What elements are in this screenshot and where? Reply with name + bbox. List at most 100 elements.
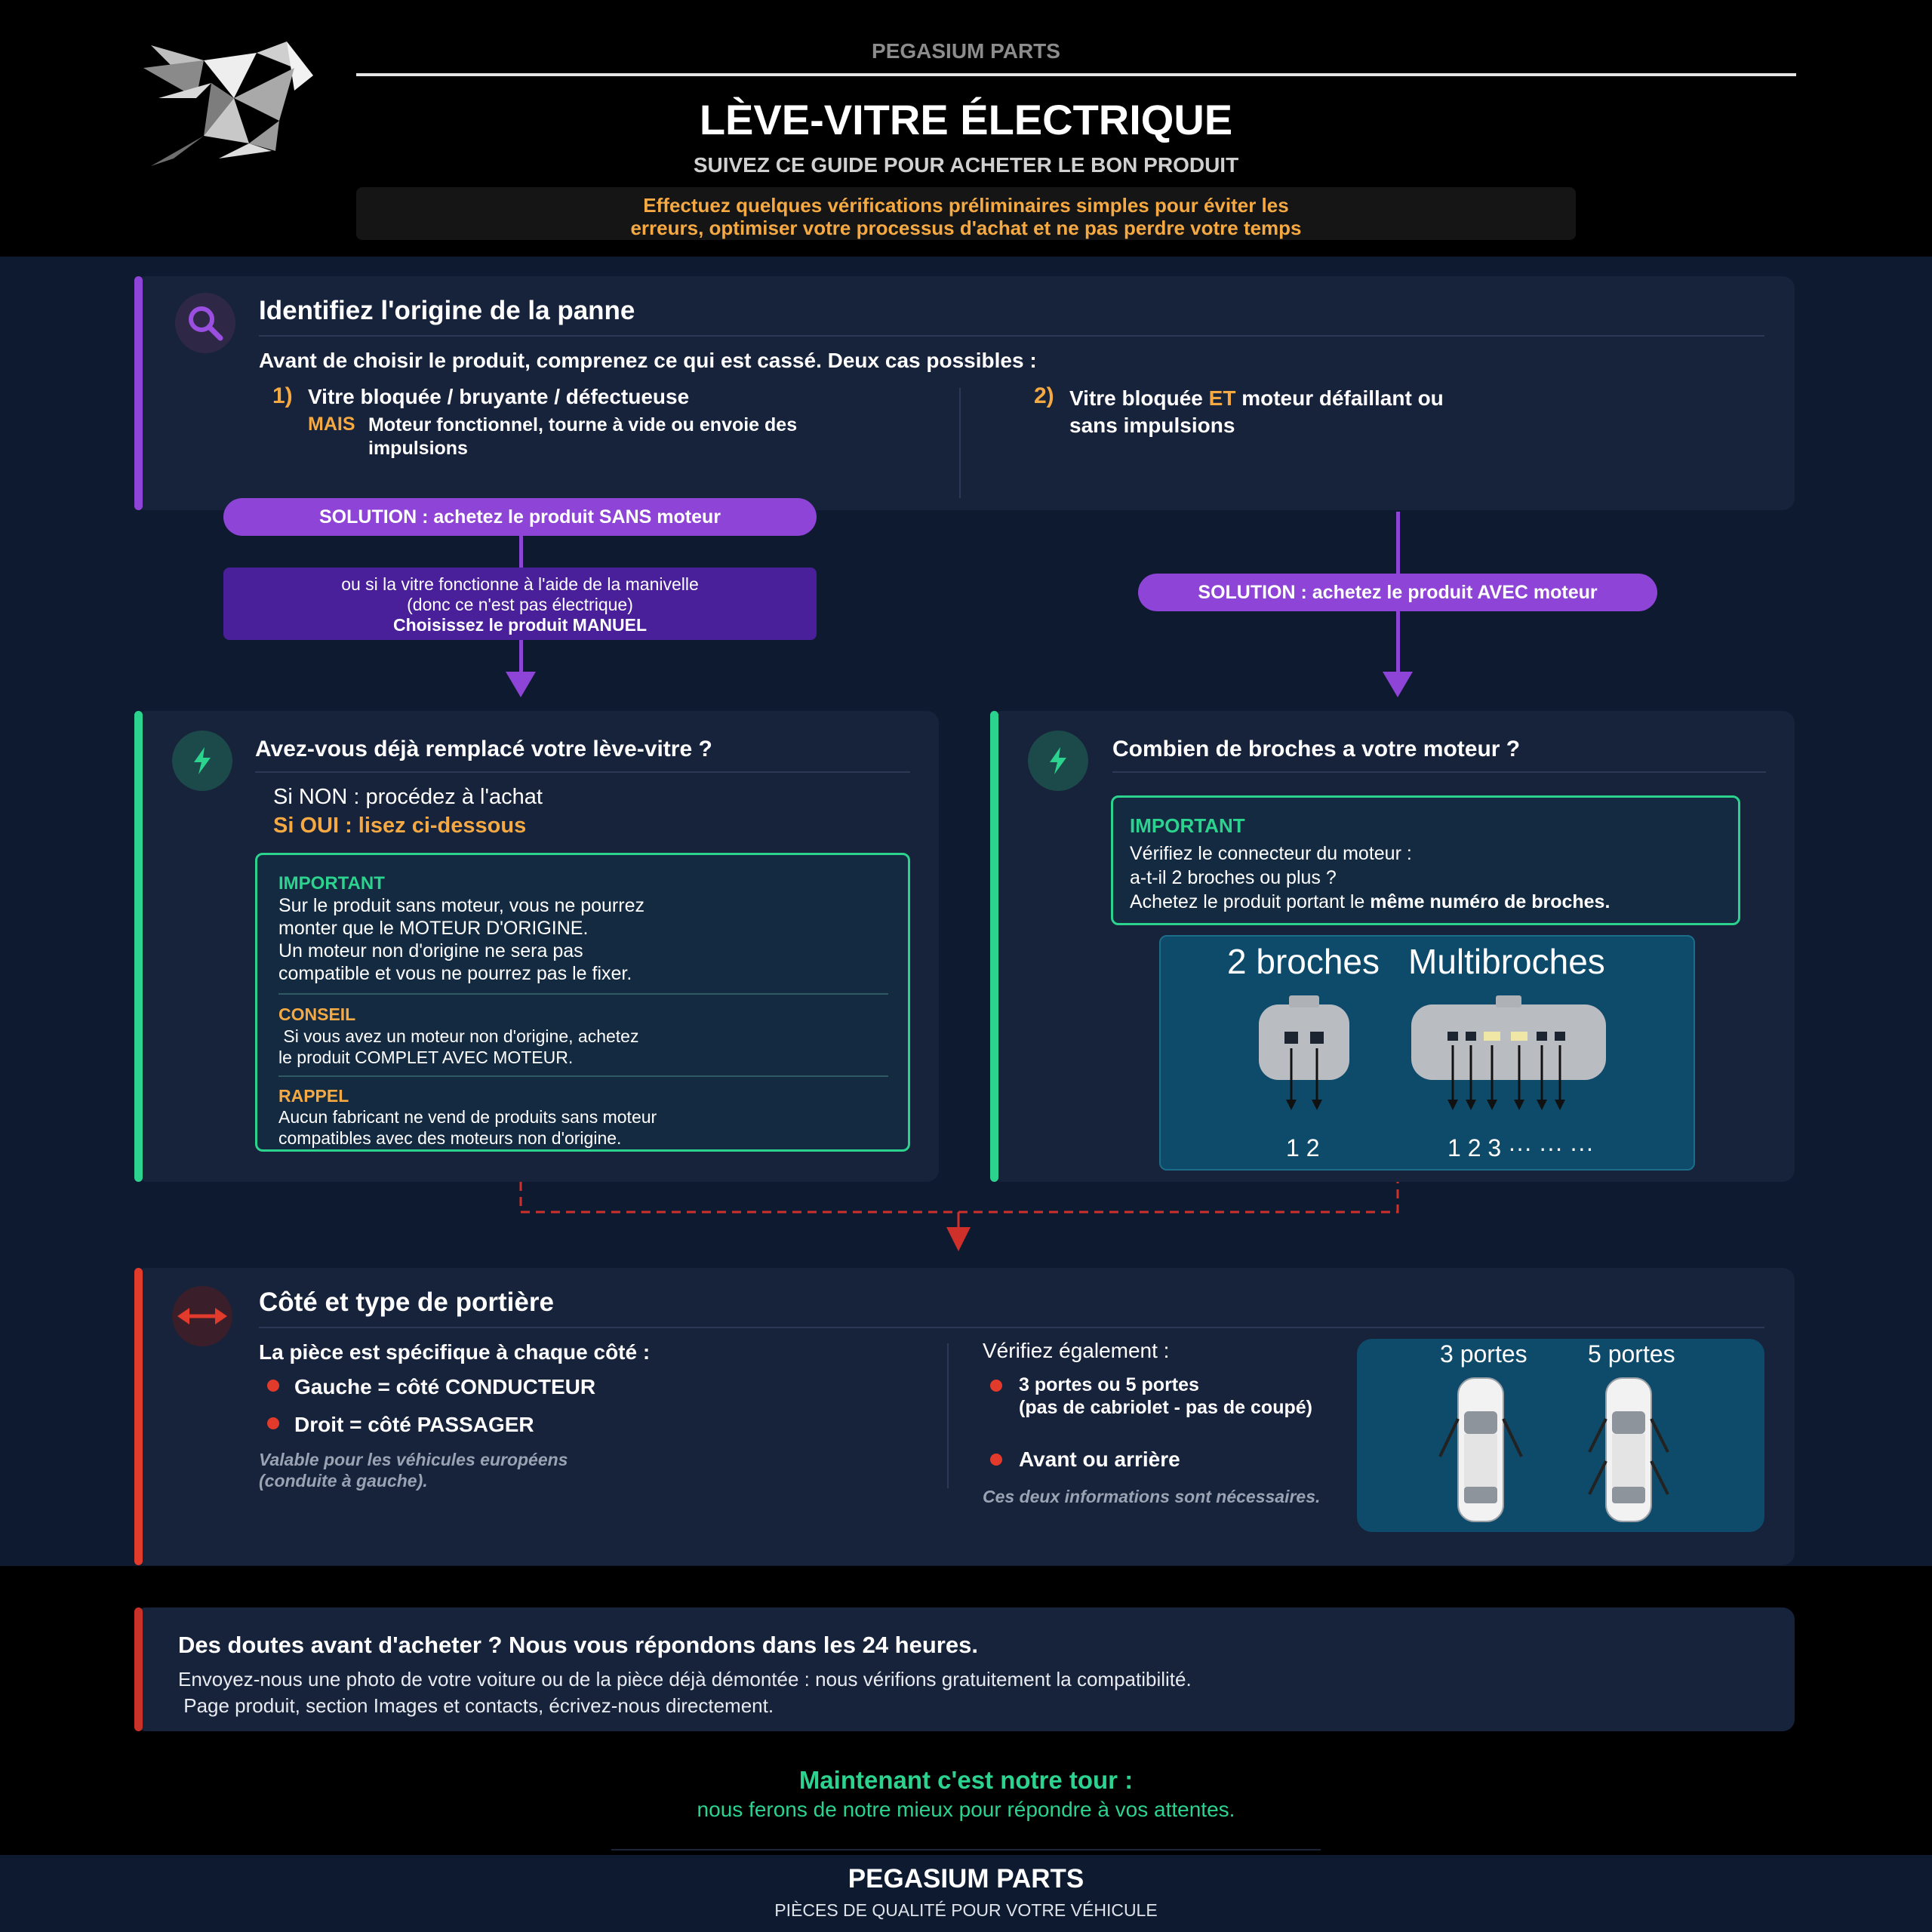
- doors-line2: (pas de cabriolet - pas de coupé): [1019, 1397, 1312, 1418]
- closing-rule: [611, 1849, 1321, 1850]
- red-accent-bar: [134, 1607, 143, 1731]
- important-text: Vérifiez le connecteur du moteur : a-t-i…: [1130, 841, 1610, 914]
- merge-connector: [519, 1182, 1399, 1251]
- verify-label: Vérifiez également :: [983, 1339, 1170, 1362]
- footer-brand: PEGASIUM PARTS: [848, 1864, 1084, 1894]
- door-type-panel: 3 portes 5 portes: [1357, 1339, 1764, 1532]
- label-multi-pins: Multibroches: [1408, 942, 1605, 981]
- footer-tagline: PIÈCES DE QUALITÉ POUR VOTRE VÉHICULE: [774, 1900, 1158, 1920]
- case2-title: Vitre bloquée ET moteur défaillant ou sa…: [1069, 385, 1444, 439]
- section-title: Avez-vous déjà remplacé votre lève-vitre…: [255, 737, 712, 761]
- section-pins: Combien de broches a votre moteur ? IMPO…: [990, 711, 1795, 1182]
- divider: [259, 335, 1764, 337]
- rappel-label: RAPPEL: [278, 1086, 349, 1106]
- page-subtitle: SUIVEZ CE GUIDE POUR ACHETER LE BON PROD…: [693, 153, 1239, 177]
- important-box: IMPORTANT Vérifiez le connecteur du mote…: [1111, 795, 1740, 925]
- bullet: [990, 1380, 1002, 1392]
- divider: [278, 1075, 888, 1077]
- section-title: Identifiez l'origine de la panne: [259, 296, 635, 325]
- solution-without-motor: SOLUTION : achetez le produit SANS moteu…: [223, 498, 817, 536]
- column-divider: [947, 1343, 949, 1488]
- contact-box: Des doutes avant d'acheter ? Nous vous r…: [134, 1607, 1795, 1731]
- green-accent-bar: [134, 711, 143, 1182]
- bullet: [990, 1454, 1002, 1466]
- left-right-arrow-icon: [172, 1286, 232, 1346]
- front-rear-text: Avant ou arrière: [1019, 1447, 1180, 1471]
- connector-2-pin-icon: [1259, 995, 1349, 1110]
- connector-panel: 2 broches Multibroches 1 2 1 2 3 ··· ···…: [1159, 935, 1695, 1171]
- green-accent-bar: [990, 711, 998, 1182]
- side-intro: La pièce est spécifique à chaque côté :: [259, 1340, 651, 1364]
- header: PEGASIUM PARTS LÈVE-VITRE ÉLECTRIQUE SUI…: [0, 0, 1932, 257]
- manual-line1: ou si la vitre fonctionne à l'aide de la…: [341, 574, 699, 594]
- label-5-doors: 5 portes: [1588, 1340, 1675, 1367]
- conseil-line2: le produit COMPLET AVEC MOTEUR.: [278, 1048, 574, 1067]
- pins-multi-label: 1 2 3 ··· ··· ···: [1447, 1134, 1594, 1161]
- footer: PEGASIUM PARTS PIÈCES DE QUALITÉ POUR VO…: [0, 1855, 1932, 1932]
- case1-detail: Moteur fonctionnel, tourne à vide ou env…: [368, 414, 797, 460]
- lightning-icon: [172, 731, 232, 791]
- brand-label: PEGASIUM PARTS: [872, 39, 1060, 63]
- right-side-text: Droit = côté PASSAGER: [294, 1413, 534, 1436]
- doors-line1: 3 portes ou 5 portes: [1019, 1374, 1199, 1395]
- header-rule: [356, 73, 1796, 76]
- closing-title: Maintenant c'est notre tour :: [798, 1766, 1134, 1794]
- contact-line1: Envoyez-nous une photo de votre voiture …: [178, 1668, 1192, 1690]
- section-replaced: Avez-vous déjà remplacé votre lève-vitre…: [134, 711, 939, 1182]
- arrow-down-icon: [1383, 672, 1413, 697]
- section-title: Combien de broches a votre moteur ?: [1112, 737, 1521, 761]
- purple-accent-bar: [134, 276, 143, 510]
- case1-title: Vitre bloquée / bruyante / défectueuse: [308, 385, 690, 408]
- important-line3b: même numéro de broches.: [1370, 891, 1611, 912]
- side-note-line2: (conduite à gauche).: [259, 1471, 428, 1491]
- manual-box: ou si la vitre fonctionne à l'aide de la…: [223, 568, 817, 640]
- intro-note-line1: Effectuez quelques vérifications prélimi…: [643, 194, 1289, 217]
- important-line2: monter que le MOTEUR D'ORIGINE.: [278, 918, 589, 939]
- side-note: Valable pour les véhicules européens (co…: [259, 1449, 568, 1491]
- case2-title-a: Vitre bloquée: [1069, 386, 1209, 410]
- flow-connector: [519, 640, 523, 676]
- si-non-text: Si NON : procédez à l'achat: [273, 785, 543, 809]
- flow-connector: [519, 536, 523, 569]
- important-line3: Un moteur non d'origine ne sera pas: [278, 940, 583, 961]
- flow-connector: [1396, 512, 1400, 575]
- important-label: IMPORTANT: [278, 873, 385, 894]
- conseil-text: Si vous avez un moteur non d'origine, ac…: [278, 1026, 638, 1068]
- important-box: IMPORTANT Sur le produit sans moteur, vo…: [255, 853, 910, 1152]
- case1-detail-line1: Moteur fonctionnel, tourne à vide ou env…: [368, 414, 798, 435]
- intro-note-line2: erreurs, optimiser votre processus d'ach…: [630, 217, 1302, 239]
- left-side-text: Gauche = côté CONDUCTEUR: [294, 1375, 596, 1398]
- intro-note-box: Effectuez quelques vérifications prélimi…: [356, 187, 1576, 240]
- solution-with-motor: SOLUTION : achetez le produit AVEC moteu…: [1138, 574, 1657, 611]
- si-oui-text: Si OUI : lisez ci-dessous: [273, 814, 527, 838]
- car-3-doors-icon: [1438, 1377, 1523, 1522]
- important-label: IMPORTANT: [1130, 814, 1245, 837]
- case2-title-line2: sans impulsions: [1069, 414, 1235, 437]
- divider: [255, 771, 910, 773]
- arrow-down-icon: [506, 672, 536, 697]
- important-line4: compatible et vous ne pourrez pas le fix…: [278, 963, 632, 984]
- case-divider: [959, 388, 961, 498]
- rappel-line2: compatibles avec des moteurs non d'origi…: [278, 1128, 622, 1148]
- section-door-side: Côté et type de portière La pièce est sp…: [134, 1268, 1795, 1565]
- important-line1: Sur le produit sans moteur, vous ne pour…: [278, 895, 645, 916]
- section-title: Côté et type de portière: [259, 1287, 554, 1317]
- label-2-pins: 2 broches: [1227, 942, 1380, 981]
- case2-et: ET: [1208, 386, 1236, 410]
- doors-text: 3 portes ou 5 portes (pas de cabriolet -…: [1019, 1374, 1312, 1419]
- divider: [259, 1327, 1764, 1328]
- necessary-note: Ces deux informations sont nécessaires.: [983, 1487, 1321, 1506]
- lightning-icon: [1028, 731, 1088, 791]
- contact-line2: Page produit, section Images et contacts…: [178, 1694, 774, 1717]
- case2-number: 2): [1034, 383, 1054, 408]
- bullet: [267, 1417, 279, 1429]
- important-line3a: Achetez le produit portant le: [1130, 891, 1371, 912]
- closing-subtitle: nous ferons de notre mieux pour répondre…: [697, 1798, 1235, 1821]
- case2-title-b: moteur défaillant ou: [1235, 386, 1444, 410]
- pegasus-logo-icon: [143, 42, 313, 166]
- important-text: Sur le produit sans moteur, vous ne pour…: [278, 894, 645, 985]
- case1-detail-line2: impulsions: [368, 438, 468, 459]
- page-title: LÈVE-VITRE ÉLECTRIQUE: [699, 96, 1233, 143]
- important-line1: Vérifiez le connecteur du moteur :: [1130, 843, 1412, 864]
- divider: [278, 993, 888, 995]
